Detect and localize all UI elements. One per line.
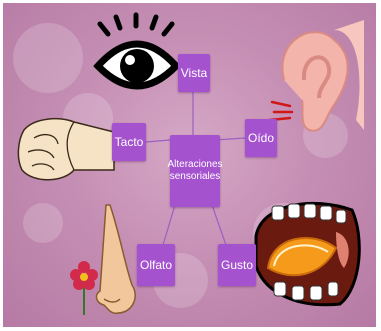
hand-icon [14,110,114,190]
node-alteraciones-sensoriales: Alteraciones sensoriales [170,135,220,207]
node-label-olfato: Olfato [140,258,172,272]
node-tacto: Tacto [112,123,146,161]
mouth-icon [252,196,364,308]
node-vista: Vista [178,54,210,92]
node-label-vista: Vista [181,66,207,80]
center-label-line1: Alteraciones [167,159,222,171]
eye-icon [92,14,182,104]
node-gusto: Gusto [218,244,256,286]
node-oido: Oído [245,119,277,157]
ear-icon [264,20,364,140]
node-label-oido: Oído [248,131,274,145]
node-label-tacto: Tacto [115,135,144,149]
center-label-line2: sensoriales [170,171,221,183]
node-label-gusto: Gusto [221,258,253,272]
node-olfato: Olfato [137,244,175,286]
